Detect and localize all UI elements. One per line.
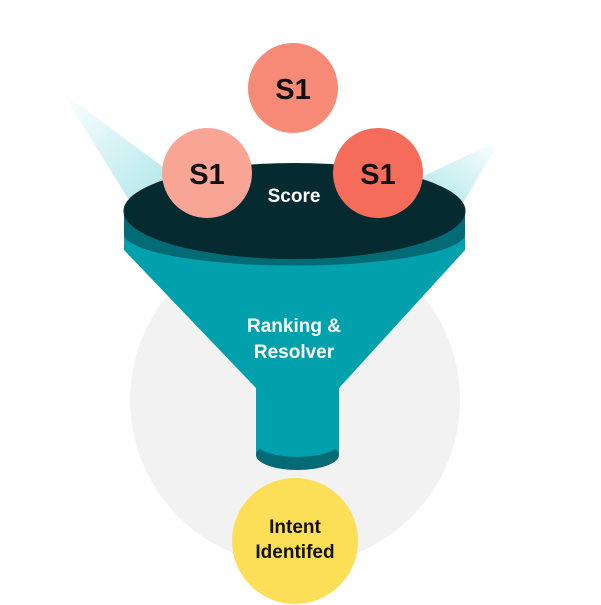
intent-output-label-line1: Intent xyxy=(269,517,321,538)
funnel-body-label-line1: Ranking & xyxy=(247,316,341,337)
funnel-top-label: Score xyxy=(268,186,321,207)
intent-output-label-line2: Identifed xyxy=(255,542,334,563)
score-ball-circle xyxy=(248,43,338,133)
score-ball-label: S1 xyxy=(189,159,224,191)
score-ball: S1 xyxy=(162,128,252,218)
intent-output-circle xyxy=(232,478,358,604)
score-ball-circle xyxy=(162,128,252,218)
funnel-body-label-line2: Resolver xyxy=(254,342,335,363)
funnel-body xyxy=(124,212,465,455)
score-ball-circle xyxy=(333,128,423,218)
score-ball: S1 xyxy=(333,128,423,218)
beam-left xyxy=(62,92,178,205)
funnel-spout-neck xyxy=(256,429,339,457)
score-ball-label: S1 xyxy=(275,74,310,106)
score-ball: S1 xyxy=(248,43,338,133)
score-ball-label: S1 xyxy=(360,159,395,191)
